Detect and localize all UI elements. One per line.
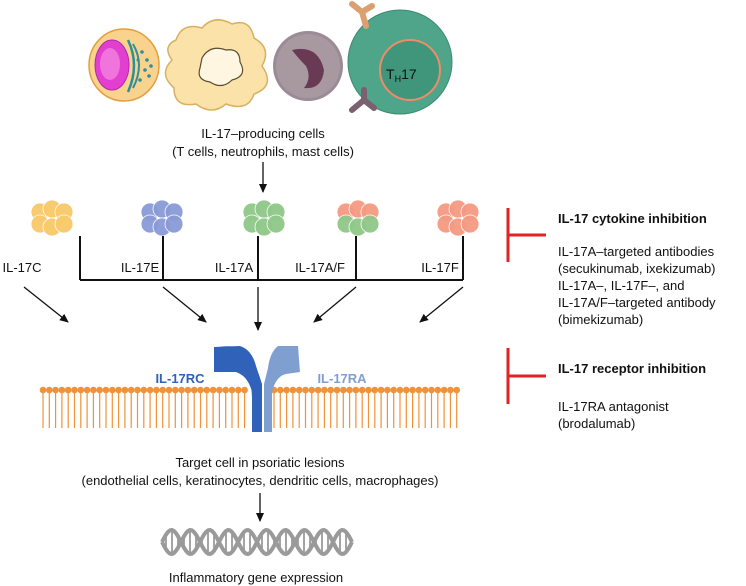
target-cell-subcaption: (endothelial cells, keratinocytes, dendr…: [82, 473, 439, 488]
cytokine-il-17e: IL-17E: [121, 199, 184, 280]
inhibition-description-line: IL-17A/F–targeted antibody: [558, 295, 716, 310]
cytokine-label: IL-17C: [2, 260, 41, 275]
th17-cell-icon: TH17: [347, 1, 453, 115]
target-cell-caption: Target cell in psoriatic lesions: [175, 455, 345, 470]
producing-cells-subcaption: (T cells, neutrophils, mast cells): [172, 144, 354, 159]
th17-label-main: T: [386, 66, 395, 82]
mast-cell-icon: [88, 28, 160, 102]
arrow-il17c: [23, 286, 69, 323]
cytokine-label: IL-17E: [121, 260, 160, 275]
dna-helix-icon: [160, 527, 354, 557]
cytokine-label: IL-17A/F: [295, 260, 345, 275]
cytokine-il-17a-f: IL-17A/F: [295, 199, 380, 280]
cytokine-label: IL-17F: [421, 260, 459, 275]
inhibition-description-line: (brodalumab): [558, 416, 635, 431]
producing-cells-caption: IL-17–producing cells: [201, 126, 325, 141]
il17rc-receptor: [214, 346, 262, 432]
cytokine-row: IL-17C IL-17E IL-17A IL-17A/F IL-17F: [2, 199, 480, 280]
il17ra-label: IL-17RA: [317, 371, 367, 386]
il17ra-receptor: [264, 346, 300, 432]
receptor-inhibition-title: IL-17 receptor inhibition: [558, 361, 706, 376]
th17-label-sub: H: [395, 74, 402, 84]
cell-membrane-right: [270, 386, 461, 428]
cytokine-inhibition-title: IL-17 cytokine inhibition: [558, 211, 707, 226]
arrow-il17e: [162, 286, 207, 323]
arrow-il17af: [313, 286, 357, 323]
il17rc-label: IL-17RC: [155, 371, 205, 386]
inhibition-description-line: (secukinumab, ixekizumab): [558, 261, 716, 276]
inhibition-description-line: IL-17A–, IL-17F–, and: [558, 278, 684, 293]
cell-membrane-left: [39, 386, 248, 428]
converging-arrows: [23, 286, 464, 331]
receptor-inhibition-symbol: [506, 348, 546, 404]
arrow-il17f: [419, 286, 464, 323]
th17-label-tail: 17: [401, 66, 417, 82]
inhibition-description-line: IL-17RA antagonist: [558, 399, 669, 414]
inhibition-description-line: (bimekizumab): [558, 312, 643, 327]
neutrophil-icon: [164, 19, 269, 111]
cytokine-il-17c: IL-17C: [2, 199, 81, 280]
cytokine-inhibition-description: IL-17A–targeted antibodies (secukinumab, …: [558, 244, 716, 327]
cytokine-label: IL-17A: [215, 260, 254, 275]
cytokine-il-17a: IL-17A: [215, 199, 286, 280]
macrophage-icon: [273, 31, 343, 101]
gene-expression-label: Inflammatory gene expression: [169, 570, 343, 585]
cytokine-inhibition-symbol: [506, 208, 546, 262]
svg-text:TH17: TH17: [386, 66, 417, 84]
receptor-inhibition-description: IL-17RA antagonist (brodalumab): [558, 399, 669, 431]
cytokine-il-17f: IL-17F: [421, 199, 480, 280]
inhibition-description-line: IL-17A–targeted antibodies: [558, 244, 715, 259]
